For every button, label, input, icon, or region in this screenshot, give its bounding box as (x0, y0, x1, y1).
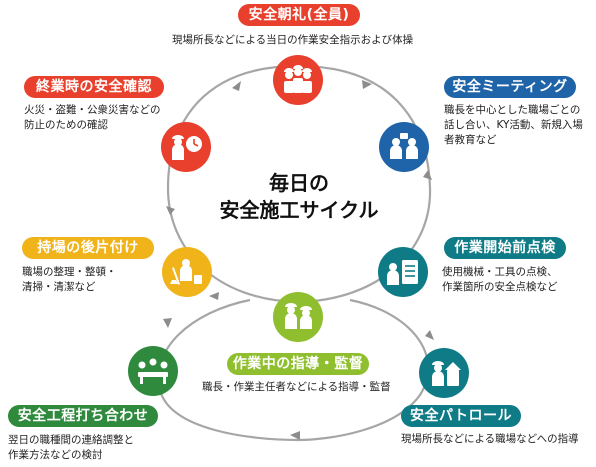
step-label-pre-work-inspection: 作業開始前点検 (444, 237, 566, 259)
step-label-end-of-day-check: 終業時の安全確認 (24, 76, 164, 98)
arrow-top-left (232, 81, 241, 91)
step-desc-safety-meeting: 職長を中心とした職場ごとの 話し合い、KY活動、新規入場 者教育など (444, 104, 583, 146)
arrow-bottom-right (425, 330, 434, 340)
step-desc-pre-work-inspection: 使用機械・工具の点検、 作業箇所の安全点検など (442, 266, 558, 293)
step-desc-end-of-day-check: 火災・盗難・公衆災害などの 防止のための確認 (24, 104, 161, 131)
team-icon (273, 55, 323, 105)
step-label-process-meeting: 安全工程打ち合わせ (8, 405, 158, 427)
step-desc-safety-patrol: 現場所長などによる職場などへの指導 (401, 433, 579, 445)
cleanup-icon (162, 247, 212, 297)
conference-icon (128, 346, 178, 396)
step-label-morning-assembly: 安全朝礼(全員) (238, 4, 360, 26)
step-desc-morning-assembly: 現場所長などによる当日の作業安全指示および体操 (172, 34, 414, 46)
arrow-bottom (290, 431, 300, 440)
arrow-top-right (362, 80, 372, 89)
step-label-cleanup: 持場の後片付け (22, 237, 154, 259)
arrow-left-upper (209, 292, 219, 300)
checklist-icon (378, 247, 428, 297)
step-desc-supervision: 職長・作業主任者などによる指導・監督 (202, 381, 391, 393)
supervision-icon (273, 292, 323, 342)
arrow-left-lower (163, 318, 172, 328)
arrow-right (423, 170, 432, 180)
clock-check-icon (161, 122, 211, 172)
step-label-safety-meeting: 安全ミーティング (444, 76, 576, 98)
arrow-left (166, 206, 175, 215)
patrol-icon (419, 348, 469, 398)
meeting-icon (379, 122, 429, 172)
step-label-supervision: 作業中の指導・監督 (227, 353, 369, 375)
step-desc-cleanup: 職場の整理・整頓・ 清掃・清潔など (22, 266, 117, 293)
step-label-safety-patrol: 安全パトロール (401, 405, 521, 427)
step-desc-process-meeting: 翌日の職種間の連絡調整と 作業方法などの検討 (8, 434, 134, 461)
center-title: 毎日の 安全施工サイクル (219, 171, 379, 222)
